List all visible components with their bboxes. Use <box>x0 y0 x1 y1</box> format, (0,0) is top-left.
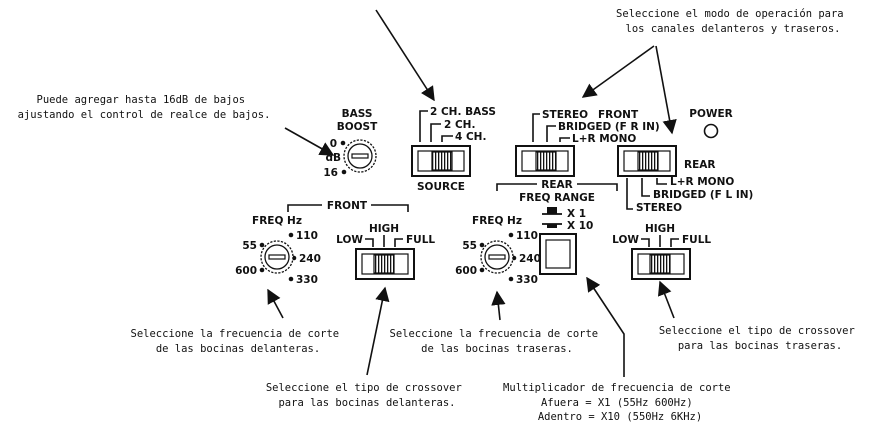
tick-dot <box>288 232 294 238</box>
rear-mode-slide-switch[interactable] <box>617 145 677 177</box>
front-section: FRONT FREQ Hz 110 55 240 600 330 HIGH LO… <box>235 200 435 286</box>
rear-section: REAR FREQ RANGE X 1 X 10 FREQ Hz 110 55 … <box>455 179 711 286</box>
power-led <box>703 123 719 139</box>
front-freq-330: 330 <box>296 274 318 286</box>
rear-mode-control: REAR L+R MONO BRIDGED (F L IN) STEREO <box>617 145 753 214</box>
tick-dot <box>479 242 485 248</box>
front-mode-control: FRONT STEREO BRIDGED (F R IN) L+R MONO <box>515 109 660 177</box>
front-mode-slide-switch[interactable] <box>515 145 575 177</box>
rear-freq-label: FREQ Hz <box>472 215 522 227</box>
bass-boost-control: BASS BOOST 0 dB 16 <box>323 108 378 179</box>
tick-dot <box>479 267 485 273</box>
source-option-2ch: 2 CH. <box>444 119 475 131</box>
front-freq-110: 110 <box>296 230 318 242</box>
tick-dot <box>508 276 514 282</box>
source-slide-switch[interactable] <box>411 145 471 177</box>
arrow-multiplier <box>586 276 625 377</box>
front-xover-high: HIGH <box>369 223 399 235</box>
rear-freq-600: 600 <box>455 265 477 277</box>
source-control: 2 CH. BASS 2 CH. 4 CH. SOURCE <box>411 106 496 193</box>
bass-boost-db-label: dB <box>325 152 341 164</box>
front-mode-option-bridged: BRIDGED (F R IN) <box>558 121 660 133</box>
annotation-texts: Puede agregar hasta 16dB de bajos ajusta… <box>18 8 861 423</box>
front-crossover-slide-switch[interactable] <box>355 248 415 280</box>
rear-range-x10: X 10 <box>567 220 593 232</box>
front-mode-option-stereo: STEREO <box>542 109 588 121</box>
front-freq-label: FREQ Hz <box>252 215 302 227</box>
front-xover-low: LOW <box>336 234 363 246</box>
front-freq-knob[interactable] <box>260 240 294 274</box>
tick-dot <box>508 232 514 238</box>
tick-dot <box>288 276 294 282</box>
front-mode-option-mono: L+R MONO <box>572 133 636 145</box>
tick-dot <box>341 169 347 175</box>
range-x10-symbol <box>547 224 557 228</box>
rear-xover-high: HIGH <box>645 223 675 235</box>
bass-boost-title-2: BOOST <box>337 121 378 133</box>
rear-mode-option-bridged: BRIDGED (F L IN) <box>653 189 753 201</box>
mode-note: Seleccione el modo de operación para los… <box>616 8 850 35</box>
front-freq-240: 240 <box>299 253 321 265</box>
front-freq-note: Seleccione la frecuencia de corte de las… <box>131 328 346 355</box>
range-x1-symbol <box>547 207 557 214</box>
rear-mode-option-mono: L+R MONO <box>670 176 734 188</box>
rear-freq-330: 330 <box>516 274 538 286</box>
rear-mode-title: REAR <box>684 159 715 171</box>
tick-dot <box>259 242 265 248</box>
rear-freq-range-title: FREQ RANGE <box>519 192 595 204</box>
arrow-rear-crossover <box>657 280 675 319</box>
rear-freq-knob[interactable] <box>480 240 514 274</box>
front-crossover-note: Seleccione el tipo de crossover para las… <box>266 382 468 409</box>
arrow-front-freq <box>267 288 284 319</box>
rear-range-x1: X 1 <box>567 208 586 220</box>
power-indicator: POWER <box>689 108 733 139</box>
arrow-front-mode <box>581 45 655 98</box>
rear-xover-low: LOW <box>612 234 639 246</box>
rear-freq-55: 55 <box>462 240 477 252</box>
arrow-bass-boost <box>284 127 335 156</box>
rear-crossover-slide-switch[interactable] <box>631 248 691 280</box>
power-label: POWER <box>689 108 732 120</box>
rear-crossover-note: Seleccione el tipo de crossover para las… <box>659 325 861 352</box>
front-section-title: FRONT <box>327 200 368 212</box>
rear-xover-full: FULL <box>682 234 711 246</box>
rear-section-title: REAR <box>541 179 572 191</box>
tick-dot <box>340 140 346 146</box>
arrow-front-crossover <box>366 286 390 376</box>
front-mode-title: FRONT <box>598 109 639 121</box>
rear-freq-note: Seleccione la frecuencia de corte de las… <box>390 328 605 355</box>
bass-boost-note: Puede agregar hasta 16dB de bajos ajusta… <box>18 94 271 121</box>
tick-dot <box>259 267 265 273</box>
arrow-rear-freq <box>491 290 506 321</box>
source-label: SOURCE <box>417 181 465 193</box>
source-option-2ch-bass: 2 CH. BASS <box>430 106 496 118</box>
annotation-arrows <box>267 9 677 377</box>
bass-boost-16-label: 16 <box>323 167 338 179</box>
bass-boost-0-label: 0 <box>330 138 337 150</box>
bass-boost-title-1: BASS <box>342 108 373 120</box>
rear-mode-option-stereo: STEREO <box>636 202 682 214</box>
multiplier-note: Multiplicador de frecuencia de corte Afu… <box>503 382 737 423</box>
freq-range-push-button[interactable] <box>539 233 577 275</box>
front-xover-full: FULL <box>406 234 435 246</box>
source-option-4ch: 4 CH. <box>455 131 486 143</box>
bass-boost-knob[interactable] <box>343 139 377 173</box>
front-freq-600: 600 <box>235 265 257 277</box>
arrow-rear-mode <box>655 45 677 135</box>
front-freq-55: 55 <box>242 240 257 252</box>
rear-freq-110: 110 <box>516 230 538 242</box>
rear-freq-240: 240 <box>519 253 541 265</box>
arrow-source <box>375 9 435 102</box>
